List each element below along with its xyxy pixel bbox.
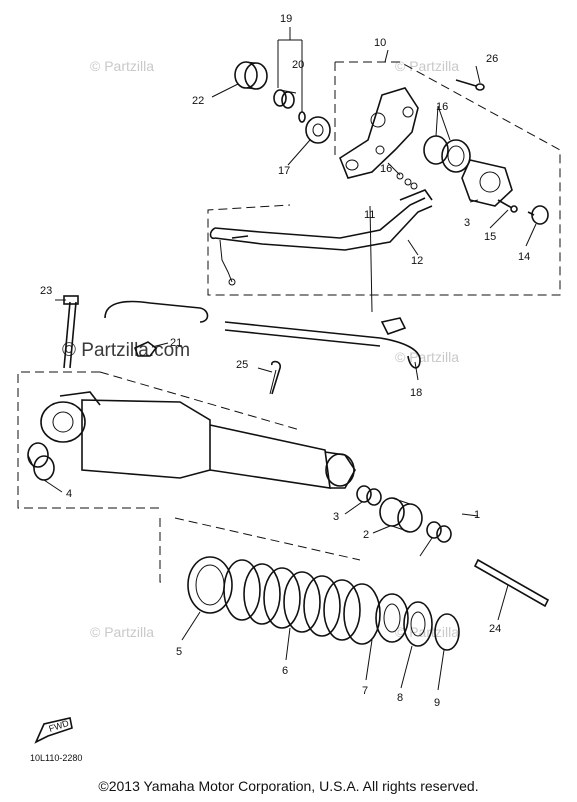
callout-bracket-19 [277, 27, 303, 112]
part-2-bushing [379, 497, 423, 533]
part-4-bushing [27, 442, 55, 481]
watermark-text: © Partzilla [90, 58, 154, 74]
part-3-collar-lower [426, 521, 452, 543]
part-9-circlip [434, 613, 460, 651]
callout-14: 14 [518, 251, 530, 263]
part-6-coil-spring [223, 559, 381, 645]
part-8-spring-seat [403, 601, 433, 647]
leader-lines [43, 49, 537, 691]
callout-6: 6 [282, 665, 288, 677]
callout-1: 1 [474, 509, 480, 521]
callout-2: 2 [363, 529, 369, 541]
callout-3: 3 [333, 511, 339, 523]
group-frame-line [174, 517, 361, 561]
part-14-plug [527, 205, 549, 225]
part-7-spring-guide [375, 593, 409, 643]
part-shock-body [40, 391, 356, 489]
callout-20: 20 [292, 59, 304, 71]
group-frame-spring [159, 518, 165, 583]
callout-7: 7 [362, 685, 368, 697]
callout-3-top: 3 [464, 217, 470, 229]
group-frames [17, 61, 561, 583]
callout-26: 26 [486, 53, 498, 65]
fwd-arrow-icon: FWD [34, 717, 73, 744]
part-24-rod [473, 558, 550, 608]
part-19-adjuster [273, 89, 297, 109]
part-20-oring [298, 111, 306, 123]
watermark-text: © Partzilla [395, 58, 459, 74]
part-22-cap [234, 61, 268, 90]
callout-23: 23 [40, 285, 52, 297]
group-frame-top [207, 61, 561, 296]
part-25-pin [269, 360, 281, 395]
callout-4: 4 [66, 488, 72, 500]
part-18-remote-hose [104, 205, 421, 369]
group-frame-line [99, 371, 301, 431]
callout-17: 17 [278, 165, 290, 177]
part-17-bearing [305, 116, 331, 144]
part-26-screw [455, 79, 485, 91]
part-3-collar [356, 485, 382, 506]
part-11-12-hoses [209, 189, 433, 286]
part-16-rings [423, 135, 471, 173]
callout-24: 24 [489, 623, 501, 635]
callout-21: 21 [170, 337, 182, 349]
part-1-leader [461, 513, 479, 517]
watermark-text: © Partzilla [395, 349, 459, 365]
callout-10: 10 [374, 37, 386, 49]
part-10-reservoir-body [339, 87, 419, 179]
callout-18: 18 [410, 387, 422, 399]
callout-5: 5 [176, 646, 182, 658]
callout-15: 15 [484, 231, 496, 243]
callout-16: 16 [436, 101, 448, 113]
callout-22: 22 [192, 95, 204, 107]
part-16-small-rings [396, 172, 418, 190]
callout-19: 19 [280, 13, 292, 25]
callout-9: 9 [434, 697, 440, 709]
part-3-top-cylinder [461, 159, 513, 207]
callout-11: 11 [364, 209, 375, 221]
part-15-bolt [497, 199, 518, 213]
callout-8: 8 [397, 692, 403, 704]
callout-25: 25 [236, 359, 248, 371]
copyright-notice: ©2013 Yamaha Motor Corporation, U.S.A. A… [98, 778, 479, 794]
group-frame-shock [17, 371, 160, 509]
part-21-nut [133, 341, 158, 357]
callout-12: 12 [411, 255, 423, 267]
callout-16-lower: 16 [380, 163, 392, 175]
diagram-code: 10L110-2280 [30, 753, 82, 763]
callout-labels: 1 2 3 3 4 5 6 7 8 9 10 11 12 14 15 16 16… [40, 13, 530, 709]
watermark-text: © Partzilla [90, 624, 154, 640]
